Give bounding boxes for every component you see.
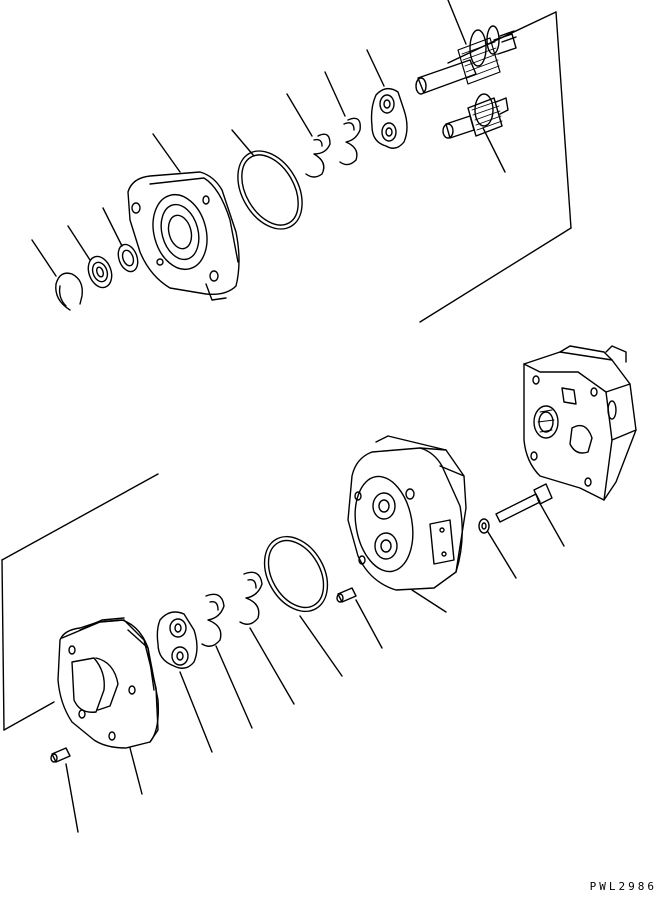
gear-case-icon <box>58 618 158 794</box>
dowel-pin-center-icon <box>337 588 382 648</box>
center-body-icon <box>348 436 466 612</box>
front-cover-icon <box>128 134 239 300</box>
lower-frame-lines <box>2 474 158 730</box>
backup-rings-lower-icon <box>240 572 294 704</box>
dowel-pin-lower-icon <box>51 748 78 832</box>
rear-pump-body-icon <box>524 346 636 500</box>
side-plate-upper-icon <box>367 50 407 148</box>
snap-ring-icon <box>32 240 82 310</box>
washer-icon <box>103 208 141 274</box>
oil-seal-icon <box>68 226 116 291</box>
side-plate-lower-icon <box>157 612 212 752</box>
seal-rings-upper-icon <box>287 72 360 177</box>
drawing-reference-code: PWL2986 <box>589 880 657 893</box>
spring-washer-icon <box>479 519 516 578</box>
o-ring-upper-icon <box>225 130 315 240</box>
driven-gear-shaft-icon <box>443 94 508 172</box>
bolt-icon <box>496 484 564 546</box>
drive-gear-shaft-icon <box>416 0 516 94</box>
seal-rings-lower-icon <box>202 594 252 728</box>
o-ring-lower-icon <box>252 525 342 676</box>
